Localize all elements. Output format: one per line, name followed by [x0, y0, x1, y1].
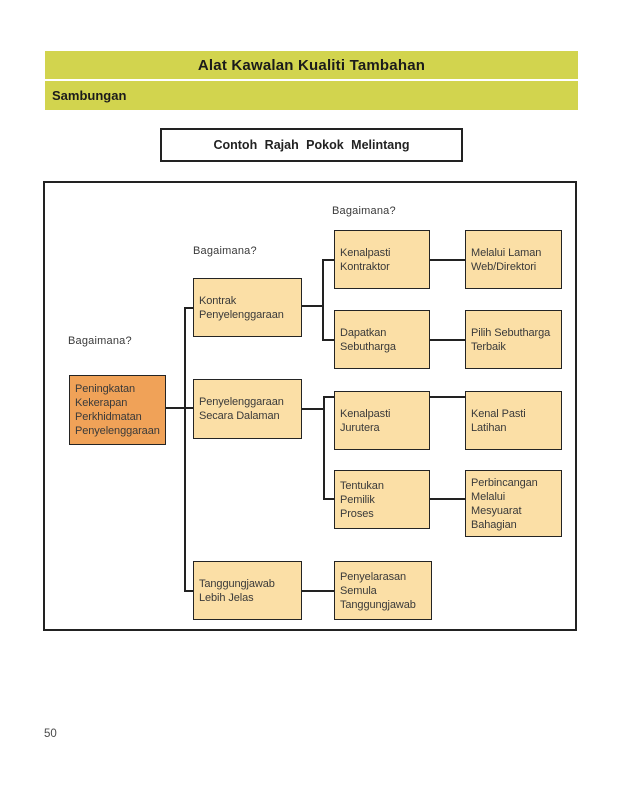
page-title: Alat Kawalan Kualiti Tambahan: [197, 56, 426, 74]
connector-line: [322, 259, 324, 341]
node-laman-web: Melalui Laman Web/Direktori: [465, 230, 562, 289]
caption-label: Contoh Rajah Pokok Melintang: [213, 138, 410, 152]
node-penyelenggaraan-dalaman: Penyelenggaraan Secara Dalaman: [193, 379, 302, 439]
connector-line: [430, 498, 465, 500]
node-penyelarasan-semula: Penyelarasan Semula Tanggungjawab: [334, 561, 432, 620]
connector-line: [166, 407, 193, 409]
how-label-1: Bagaimana?: [68, 335, 132, 347]
connector-line: [302, 305, 322, 307]
node-dapatkan-sebutharga: Dapatkan Sebutharga: [334, 310, 430, 369]
caption-box: Contoh Rajah Pokok Melintang: [160, 128, 463, 162]
connector-line: [322, 259, 334, 261]
node-peningkatan-kekerapan: Peningkatan Kekerapan Perkhidmatan Penye…: [69, 375, 166, 445]
connector-line: [184, 590, 193, 592]
connector-line: [184, 307, 193, 309]
node-tentukan-pemilik: Tentukan Pemilik Proses: [334, 470, 430, 529]
node-kenal-pasti-latihan: Kenal Pasti Latihan: [465, 391, 562, 450]
node-perbincangan-mesyuarat: Perbincangan Melalui Mesyuarat Bahagian: [465, 470, 562, 537]
node-tanggungjawab-jelas: Tanggungjawab Lebih Jelas: [193, 561, 302, 620]
connector-line: [323, 396, 325, 500]
diagram-frame: Bagaimana? Bagaimana? Bagaimana? Peningk…: [43, 181, 577, 631]
connector-line: [323, 396, 334, 398]
connector-line: [323, 498, 334, 500]
header-title-bar: Alat Kawalan Kualiti Tambahan: [45, 51, 578, 79]
connector-line: [322, 339, 334, 341]
how-label-3: Bagaimana?: [332, 205, 396, 217]
node-sebutharga-terbaik: Pilih Sebutharga Terbaik: [465, 310, 562, 369]
connector-line: [184, 307, 186, 592]
page-number: 50: [44, 728, 57, 740]
node-kenalpasti-kontraktor: Kenalpasti Kontraktor: [334, 230, 430, 289]
how-label-2: Bagaimana?: [193, 245, 257, 257]
connector-line: [302, 408, 323, 410]
continuation-label: Sambungan: [52, 88, 127, 103]
connector-line: [430, 396, 465, 398]
node-kontrak-penyelenggaraan: Kontrak Penyelenggaraan: [193, 278, 302, 337]
connector-line: [430, 339, 465, 341]
node-kenalpasti-jurutera: Kenalpasti Jurutera: [334, 391, 430, 450]
connector-line: [430, 259, 465, 261]
connector-line: [302, 590, 334, 592]
header-subtitle-bar: Sambungan: [45, 81, 578, 110]
